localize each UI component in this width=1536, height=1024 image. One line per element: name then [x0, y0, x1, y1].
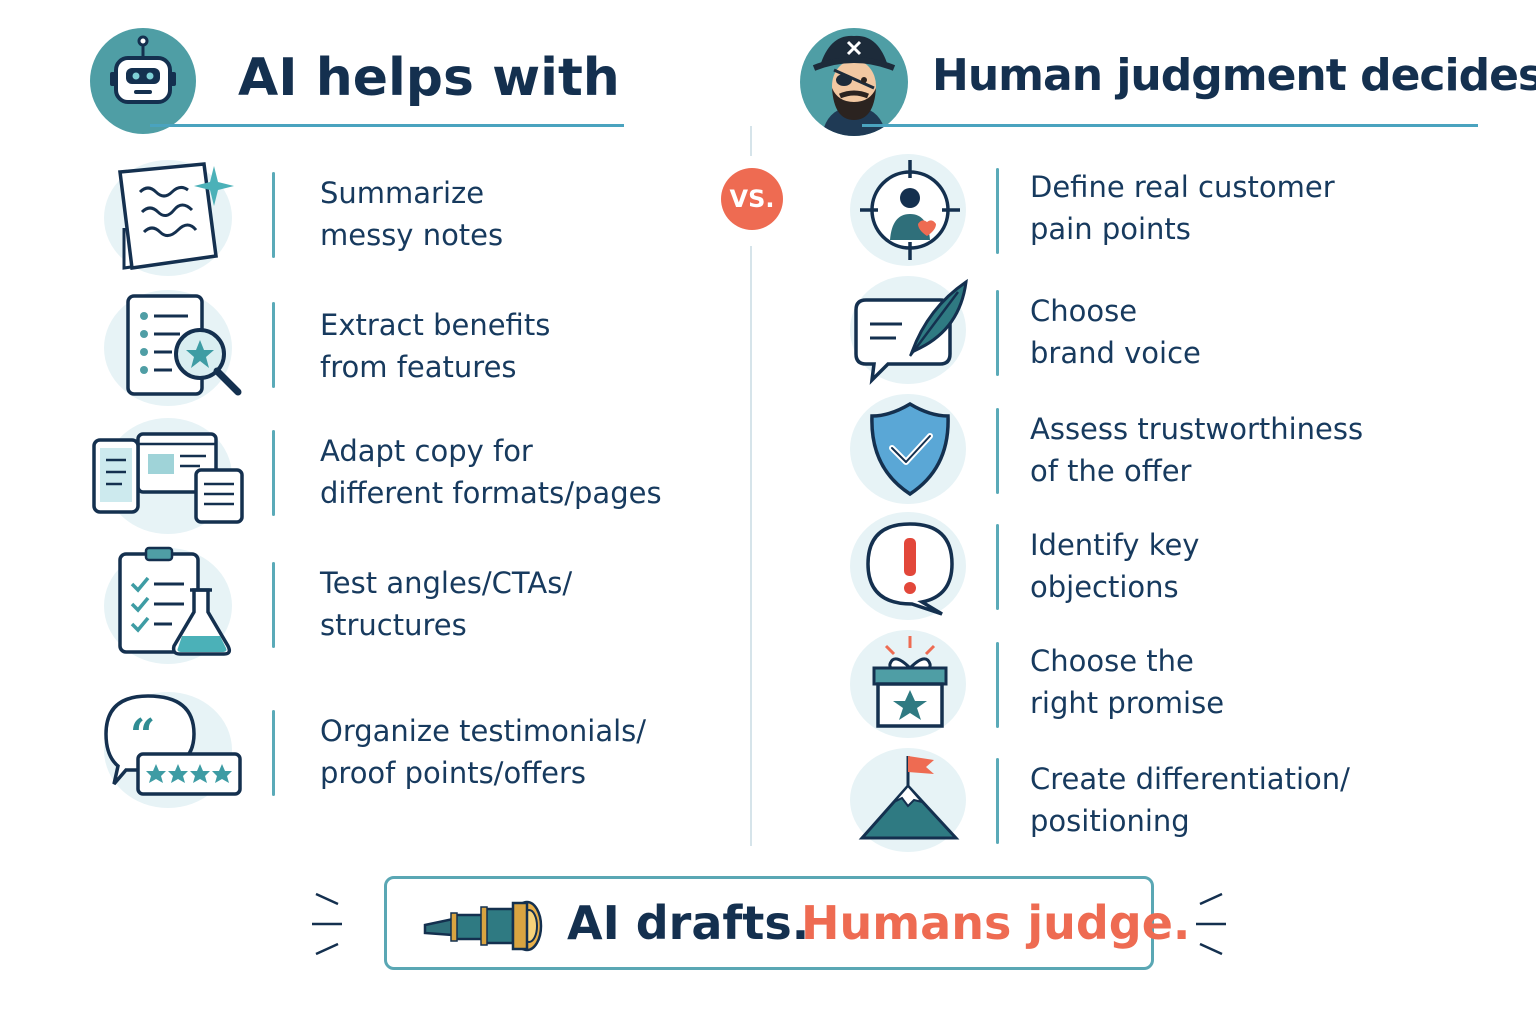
- left-title: AI helps with: [238, 48, 620, 108]
- pirate-badge: [800, 28, 908, 136]
- alert-bubble-icon: [866, 522, 954, 616]
- right-item-4-text: Identify key objections: [1030, 528, 1200, 604]
- right-title-underline: [862, 124, 1478, 127]
- right-item-6-text: Create differentiation/ positioning: [1030, 762, 1350, 838]
- pirate-avatar-icon: [812, 35, 896, 136]
- notes-icon: [118, 162, 234, 270]
- right-item-1-text: Define real customer pain points: [1030, 170, 1335, 246]
- bottom-banner: AI drafts. Humans judge.: [384, 876, 1190, 970]
- chat-quill-icon: [854, 278, 968, 385]
- robot-badge: [90, 28, 196, 134]
- robot-icon: [110, 35, 176, 104]
- spyglass-icon: [423, 900, 543, 952]
- vs-badge: VS.: [721, 168, 783, 230]
- banner-part2: Humans judge.: [801, 896, 1191, 950]
- quote-stars-icon: “: [104, 694, 242, 796]
- left-item-4-text: Test angles/CTAs/ structures: [320, 566, 573, 642]
- left-item-5-text: Organize testimonials/ proof points/offe…: [320, 714, 647, 790]
- mountain-flag-icon: [858, 756, 960, 840]
- left-item-3-text: Adapt copy for different formats/pages: [320, 434, 662, 510]
- right-title: Human judgment decides: [932, 50, 1536, 101]
- right-item-2-text: Choose brand voice: [1030, 294, 1201, 370]
- center-divider-bottom: [750, 246, 752, 846]
- left-item-2-text: Extract benefits from features: [320, 308, 551, 384]
- left-burst-icon: [312, 892, 342, 956]
- left-item-1-text: Summarize messy notes: [320, 176, 504, 252]
- banner-part1: AI drafts.: [567, 896, 810, 950]
- right-burst-icon: [1196, 892, 1226, 956]
- center-divider-top: [750, 126, 752, 156]
- right-item-3-text: Assess trustworthiness of the offer: [1030, 412, 1364, 488]
- left-title-underline: [150, 124, 624, 127]
- gift-star-icon: [872, 636, 948, 728]
- devices-icon: [92, 432, 244, 524]
- magnify-list-icon: [126, 294, 242, 396]
- right-item-5-text: Choose the right promise: [1030, 644, 1225, 720]
- target-person-icon: [860, 160, 960, 260]
- checklist-flask-icon: [118, 546, 232, 656]
- shield-check-icon: [870, 401, 950, 497]
